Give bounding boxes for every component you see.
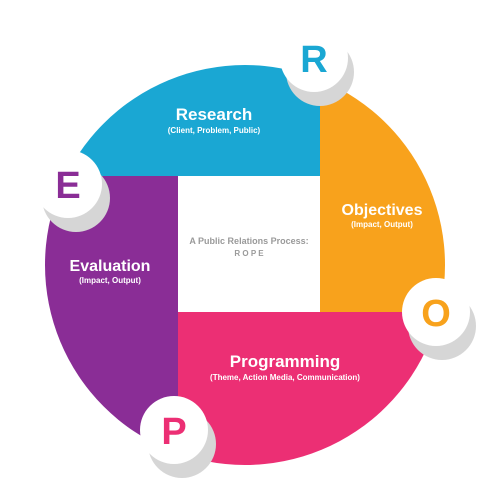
badge-o-letter: O: [421, 293, 451, 335]
center-title: A Public Relations Process:: [189, 236, 308, 246]
objectives-title: Objectives: [342, 202, 423, 219]
objectives-subtitle: (Impact, Output): [351, 220, 413, 229]
badge-r: R: [280, 24, 354, 106]
research-title: Research: [176, 105, 253, 124]
center-square: [178, 176, 320, 312]
badge-r-letter: R: [300, 39, 327, 81]
badge-e: E: [34, 150, 110, 232]
programming-subtitle: (Theme, Action Media, Communication): [210, 373, 360, 382]
badge-p-letter: P: [161, 411, 186, 453]
center-acronym: R O P E: [234, 249, 264, 258]
evaluation-title: Evaluation: [70, 258, 151, 275]
badge-o: O: [402, 278, 476, 360]
research-subtitle: (Client, Problem, Public): [168, 126, 261, 135]
evaluation-subtitle: (Impact, Output): [79, 276, 141, 285]
programming-title: Programming: [230, 352, 341, 371]
objectives-segment: [320, 65, 445, 312]
badge-e-letter: E: [55, 165, 80, 207]
badge-p: P: [140, 396, 216, 478]
